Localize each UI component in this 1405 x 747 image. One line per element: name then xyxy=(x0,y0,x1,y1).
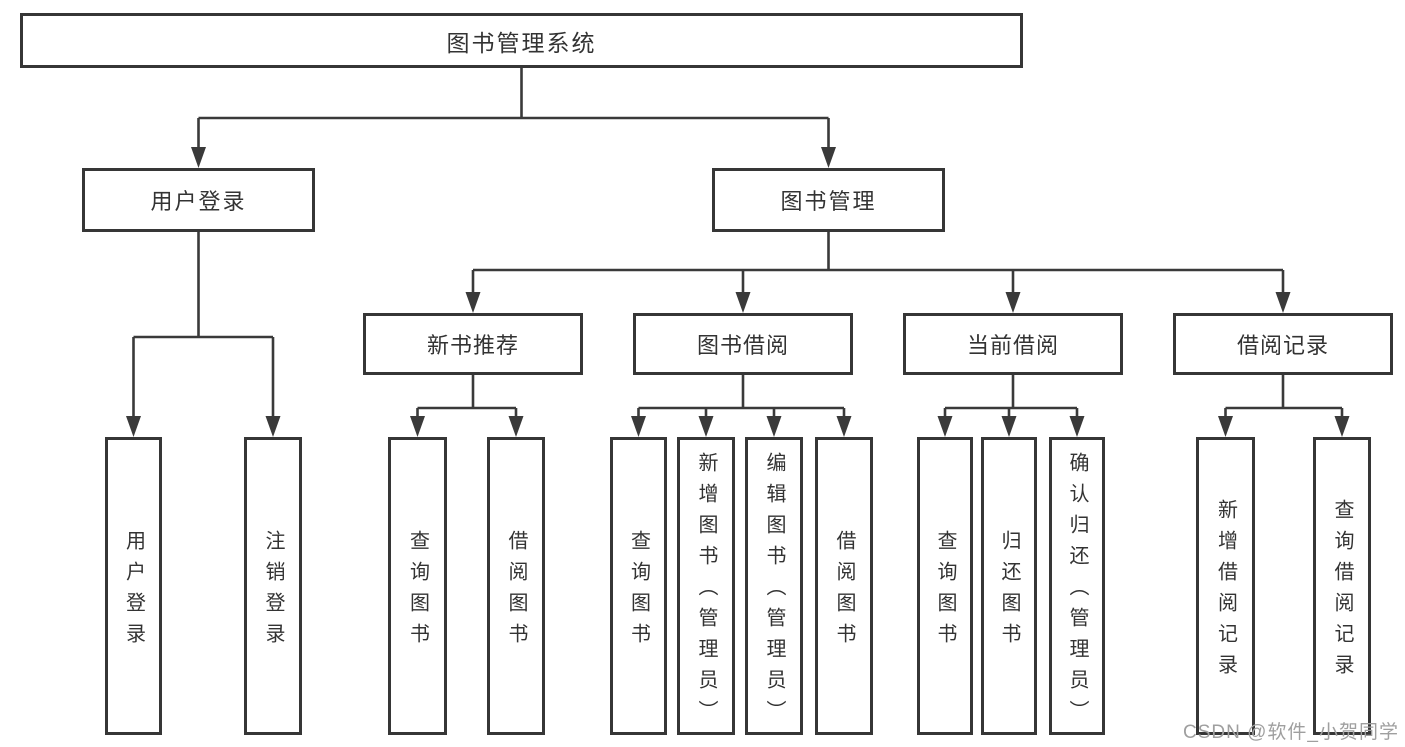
node-leaf-query-books-recommend: 查询图书 xyxy=(388,437,447,735)
node-root: 图书管理系统 xyxy=(20,13,1023,68)
node-new-book-recommend: 新书推荐 xyxy=(363,313,583,375)
node-leaf-add-borrow-record: 新增借阅记录 xyxy=(1196,437,1255,735)
node-leaf-query-borrow-record: 查询借阅记录 xyxy=(1313,437,1371,735)
csdn-watermark: CSDN @软件_小贺同学 xyxy=(1183,722,1399,743)
arrowhead-icon xyxy=(126,416,141,437)
arrowhead-icon xyxy=(508,416,524,437)
node-leaf-logout: 注销登录 xyxy=(244,437,302,735)
arrowhead-icon xyxy=(735,292,751,313)
node-leaf-query-books-current: 查询图书 xyxy=(917,437,973,735)
node-leaf-confirm-return-admin: 确认归还（管理员） xyxy=(1049,437,1105,735)
arrowhead-icon xyxy=(821,147,836,168)
arrowhead-icon xyxy=(1275,292,1291,313)
arrowhead-icon xyxy=(1005,292,1021,313)
node-current-borrow: 当前借阅 xyxy=(903,313,1123,375)
arrowhead-icon xyxy=(1001,416,1017,437)
arrowhead-icon xyxy=(191,147,206,168)
node-user-login: 用户登录 xyxy=(82,168,315,232)
node-leaf-edit-book-admin: 编辑图书（管理员） xyxy=(745,437,803,735)
node-leaf-add-book-admin: 新增图书（管理员） xyxy=(677,437,735,735)
arrowhead-icon xyxy=(766,416,782,437)
arrowhead-icon xyxy=(265,416,281,437)
arrowhead-icon xyxy=(836,416,852,437)
node-leaf-borrow-books: 借阅图书 xyxy=(815,437,873,735)
arrowhead-icon xyxy=(1069,416,1085,437)
node-leaf-query-books-borrow: 查询图书 xyxy=(610,437,667,735)
node-book-management: 图书管理 xyxy=(712,168,945,232)
arrowhead-icon xyxy=(937,416,953,437)
arrowhead-icon xyxy=(631,416,646,437)
node-leaf-user-login: 用户登录 xyxy=(105,437,162,735)
arrowhead-icon xyxy=(410,416,425,437)
node-borrow-records: 借阅记录 xyxy=(1173,313,1393,375)
node-leaf-return-book: 归还图书 xyxy=(981,437,1037,735)
arrowhead-icon xyxy=(698,416,714,437)
node-leaf-borrow-books-recommend: 借阅图书 xyxy=(487,437,545,735)
arrowhead-icon xyxy=(1334,416,1350,437)
arrowhead-icon xyxy=(465,292,481,313)
node-book-borrow: 图书借阅 xyxy=(633,313,853,375)
arrowhead-icon xyxy=(1218,416,1233,437)
